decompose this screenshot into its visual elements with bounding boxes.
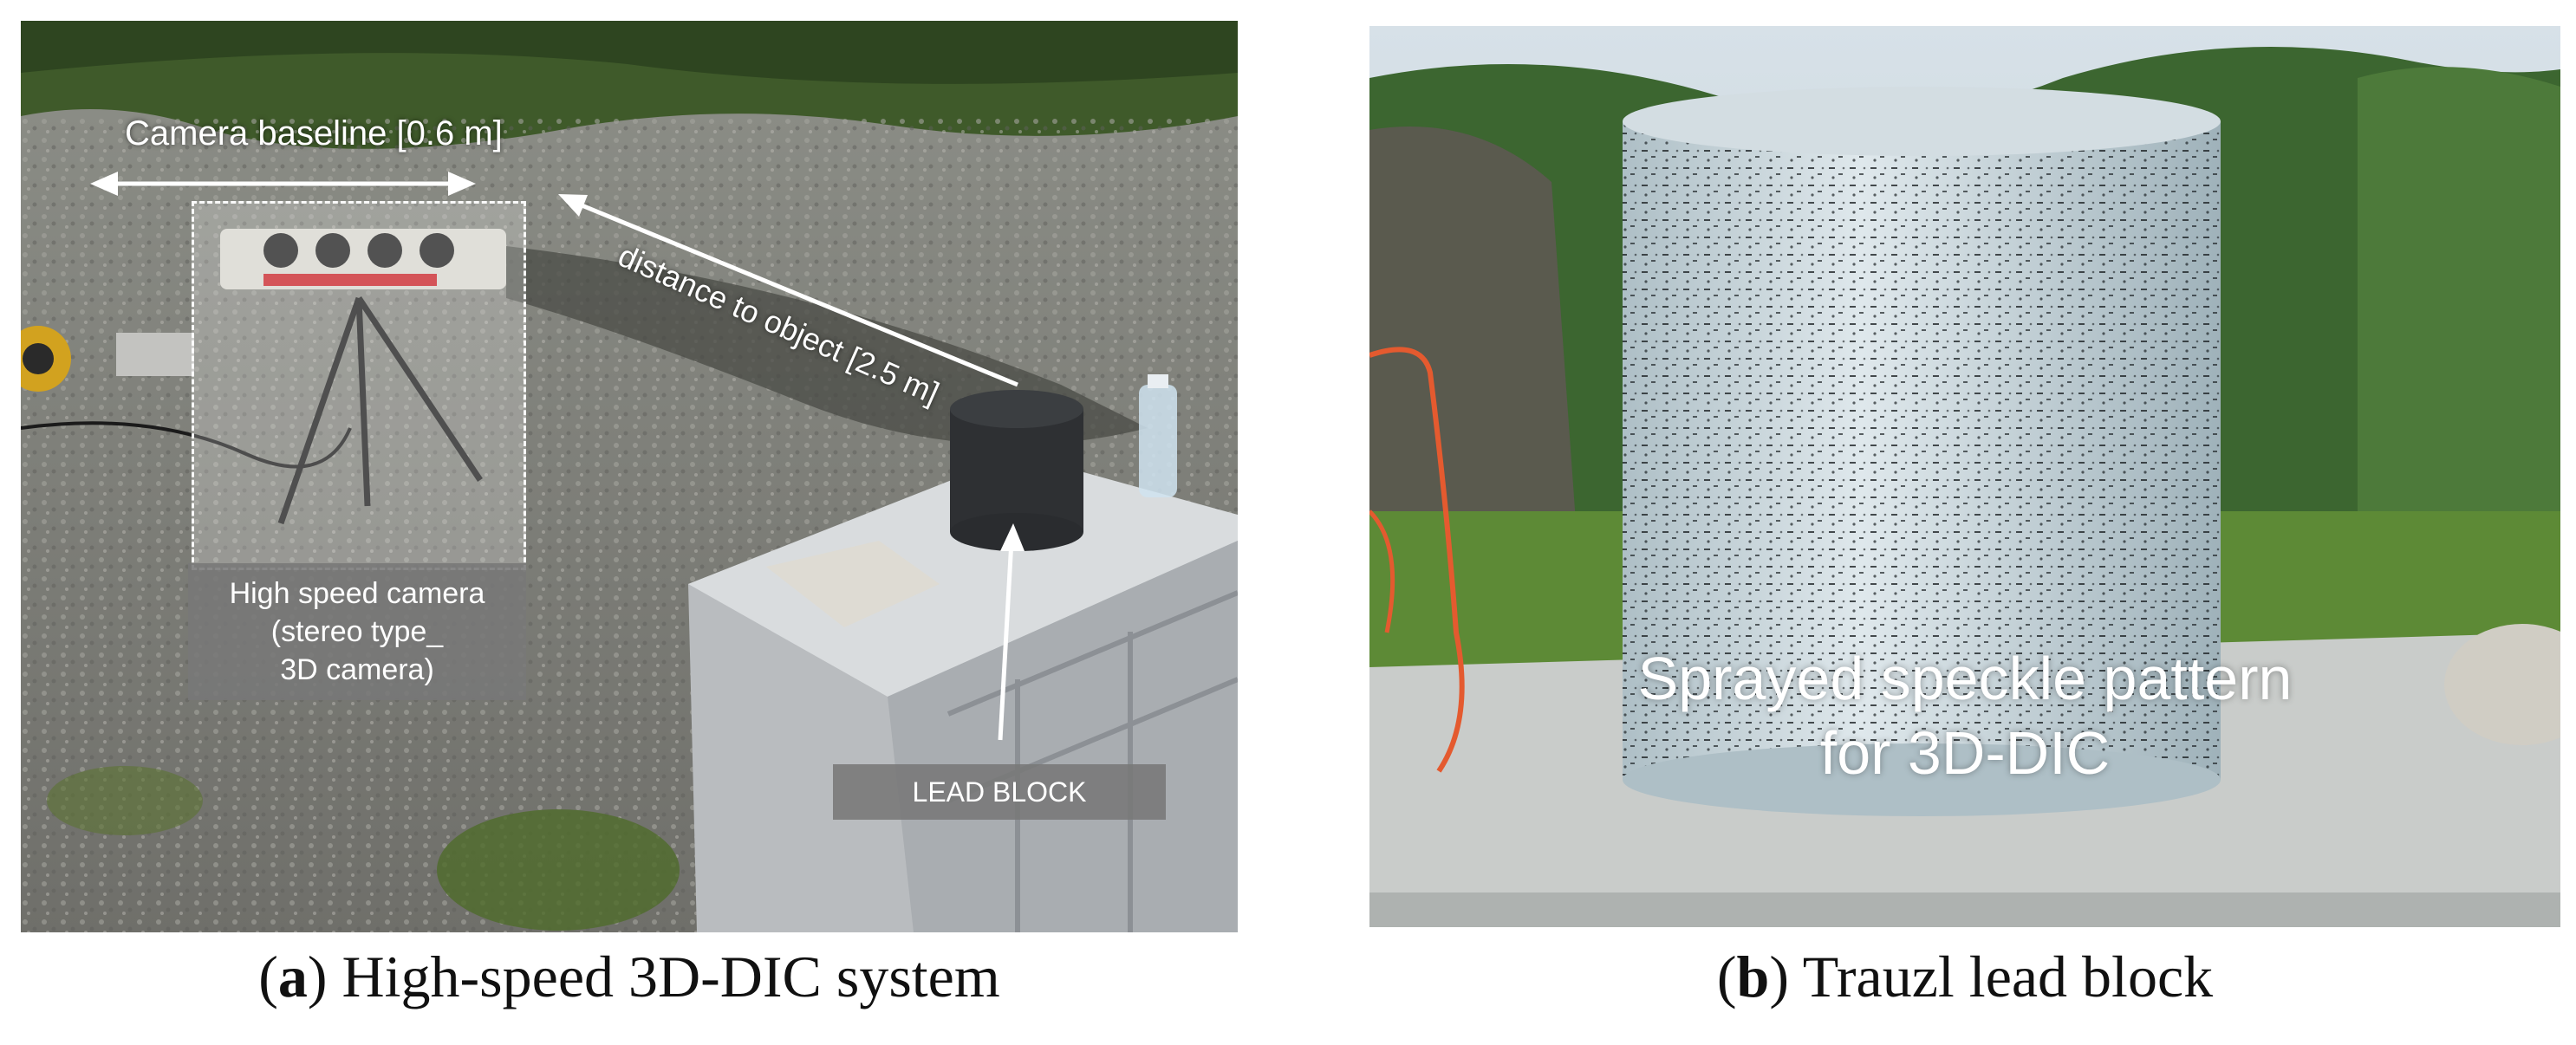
caption-b-text: Trauzl lead block (1788, 944, 2214, 1009)
speckle-overlay-line-2: for 3D-DIC (1819, 719, 2111, 787)
caption-b-letter: b (1736, 944, 1770, 1009)
caption-b: (b) Trauzl lead block (1716, 944, 2214, 1009)
photo-high-speed-3d-dic-system: Camera baseline [0.6 m] distance to obje… (21, 21, 1238, 932)
speckle-overlay-line-1: Sprayed speckle pattern (1637, 645, 2293, 712)
lead-block-label: LEAD BLOCK (833, 764, 1166, 820)
speckle-pattern-overlay: Sprayed speckle pattern for 3D-DIC (1369, 641, 2560, 790)
camera-baseline-label: Camera baseline [0.6 m] (125, 114, 503, 153)
camera-caption-line-3: 3D camera) (280, 653, 434, 686)
photo-scene-b (1369, 26, 2560, 927)
camera-caption: High speed camera (stereo type_ 3D camer… (188, 563, 526, 700)
camera-caption-line-1: High speed camera (229, 577, 485, 610)
camera-highlight-box (192, 201, 526, 570)
caption-a: (a) High-speed 3D-DIC system (258, 944, 1000, 1009)
caption-a-letter: a (277, 944, 308, 1009)
camera-caption-line-2: (stereo type_ (270, 615, 444, 648)
caption-a-text: High-speed 3D-DIC system (327, 944, 1000, 1009)
photo-trauzl-lead-block: Sprayed speckle pattern for 3D-DIC (1369, 26, 2560, 927)
